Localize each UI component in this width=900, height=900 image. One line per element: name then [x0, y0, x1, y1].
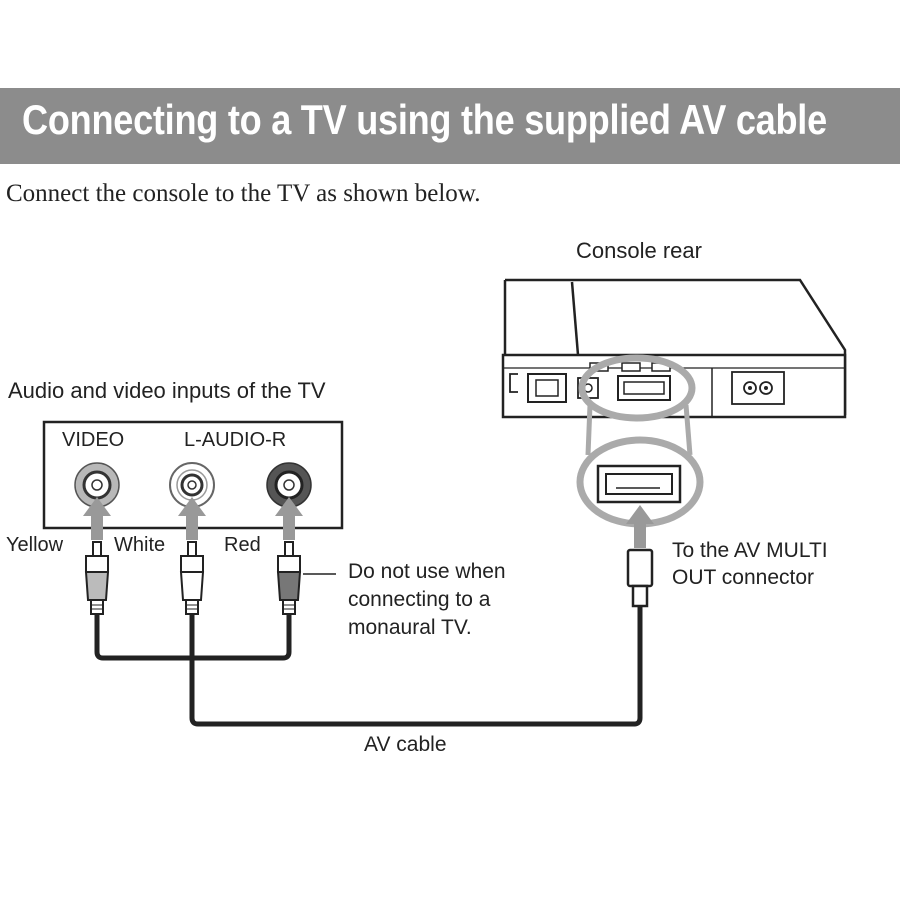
white-label: White: [114, 534, 165, 556]
yellow-video-plug: [84, 541, 110, 615]
av-multi-out-port-enlarged: [596, 464, 682, 504]
white-audio-plug: [179, 541, 205, 615]
note-line-1: Do not use when: [348, 560, 506, 583]
note-line-3: monaural TV.: [348, 616, 472, 639]
yellow-label: Yellow: [6, 534, 64, 556]
insert-arrows: [83, 497, 654, 548]
note-line-2: connecting to a: [348, 588, 491, 611]
av-multi-label-line-2: OUT connector: [672, 566, 814, 589]
av-cable-label: AV cable: [364, 733, 447, 756]
audio-left-jack: [169, 462, 215, 508]
av-multi-plug: [626, 548, 654, 608]
intro-text: Connect the console to the TV as shown b…: [6, 180, 481, 207]
console-rear-label: Console rear: [576, 238, 702, 263]
av-multi-label-line-1: To the AV MULTI: [672, 539, 828, 562]
page-title: Connecting to a TV using the supplied AV…: [22, 96, 827, 143]
av-cable: [94, 606, 643, 727]
tv-inputs-label: Audio and video inputs of the TV: [8, 378, 326, 403]
audio-label: L-AUDIO-R: [184, 429, 286, 451]
red-label: Red: [224, 534, 261, 556]
video-label: VIDEO: [62, 429, 124, 451]
console-rear: [501, 278, 847, 419]
title-banner: Connecting to a TV using the supplied AV…: [0, 88, 900, 164]
red-audio-plug: [276, 541, 302, 615]
